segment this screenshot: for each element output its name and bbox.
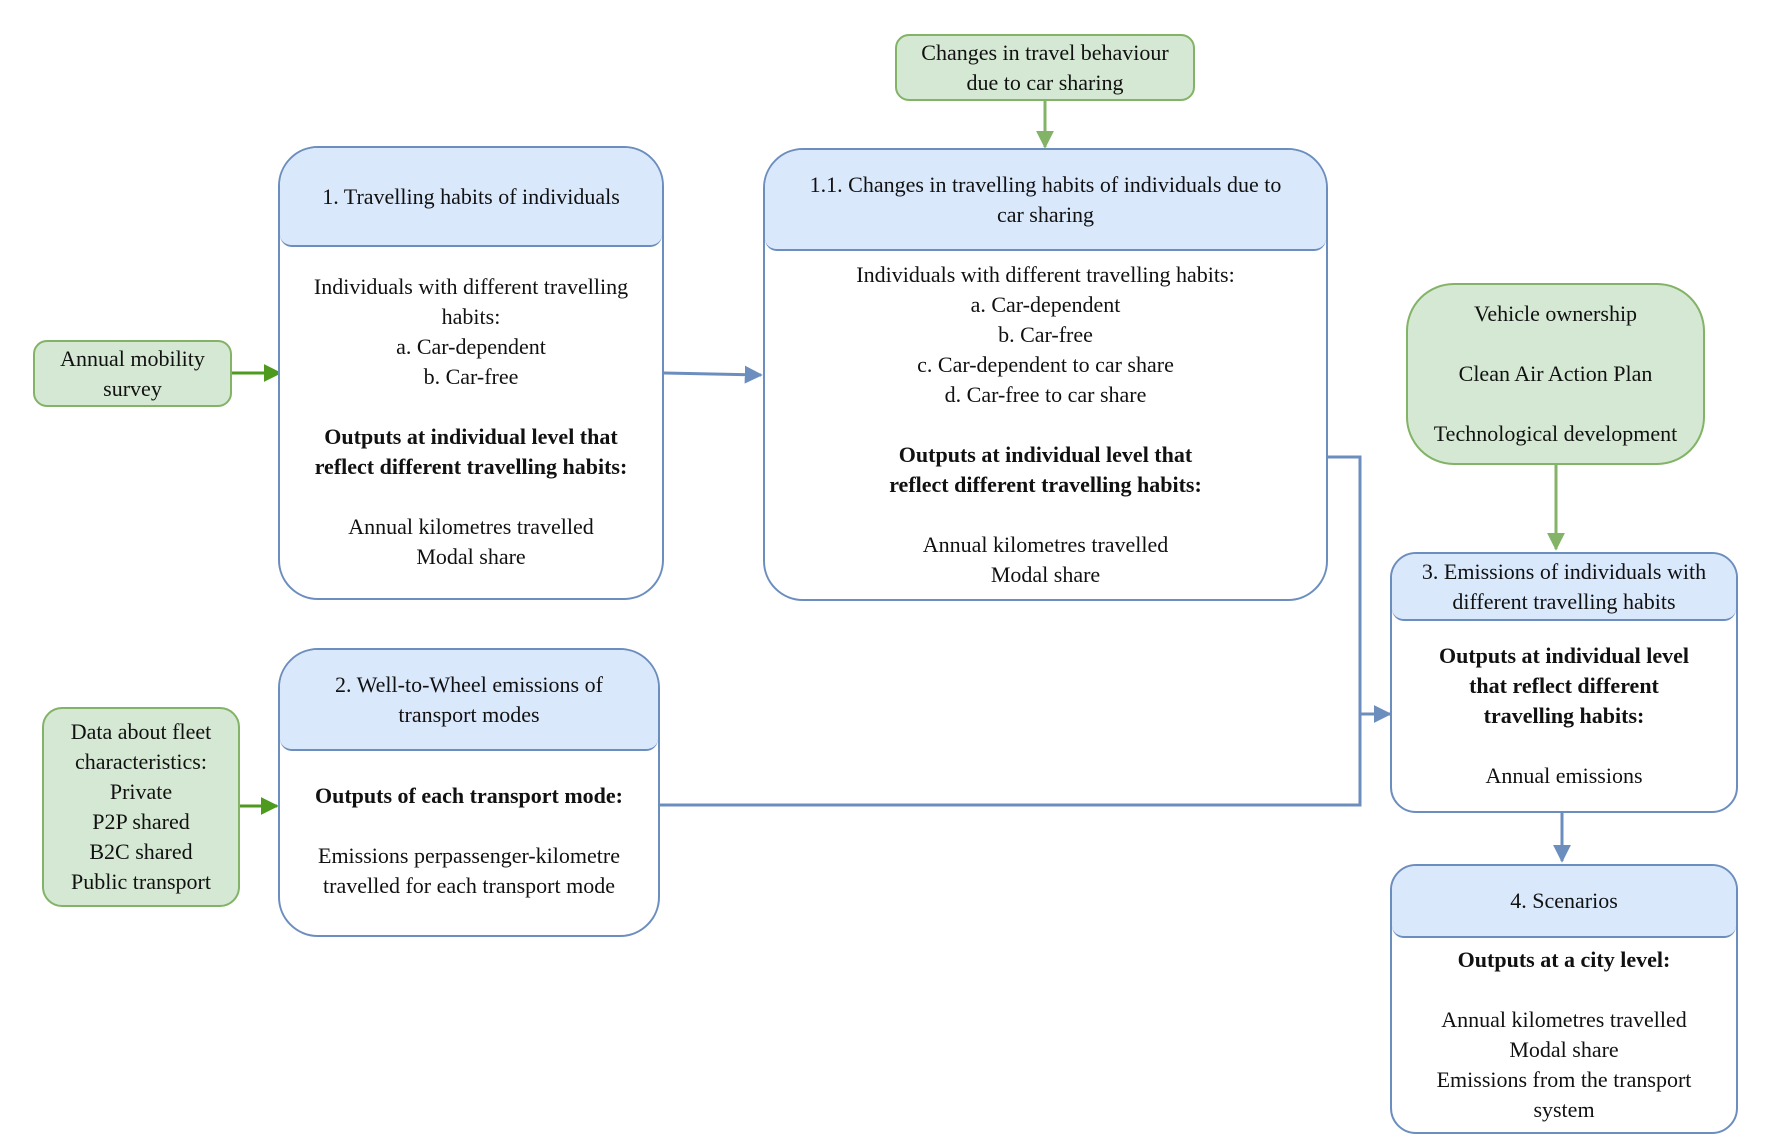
changes-title-1: 1.1. Changes in travelling habits of ind… bbox=[809, 171, 1282, 197]
habits-list-4: b. Car-free bbox=[423, 364, 519, 389]
box-travelling-habits: 1. Travelling habits of individuals Indi… bbox=[278, 146, 664, 600]
habits-list-1: Individuals with different travelling bbox=[313, 274, 629, 299]
wtw-title-2: transport modes bbox=[398, 701, 540, 727]
habits-list-2: habits: bbox=[441, 304, 501, 329]
fleet-line-6: Public transport bbox=[71, 869, 211, 894]
emissions-title-1: 3. Emissions of individuals with bbox=[1421, 558, 1707, 584]
box-scenarios: 4. Scenarios Outputs at a city level: An… bbox=[1390, 864, 1738, 1134]
wtw-output-2: travelled for each transport mode bbox=[323, 873, 615, 898]
fleet-data-box: Data about fleet characteristics: Privat… bbox=[42, 707, 240, 907]
box-scenarios-body: Outputs at a city level: Annual kilometr… bbox=[1392, 938, 1736, 1132]
emissions-output-1: Annual emissions bbox=[1485, 763, 1643, 788]
habits-outputs-label-1: Outputs at individual level that bbox=[324, 424, 618, 449]
factor-clean-air-plan: Clean Air Action Plan bbox=[1458, 361, 1653, 386]
changes-title-2: car sharing bbox=[996, 201, 1095, 227]
arrow-wtw-to-box3 bbox=[660, 714, 1362, 807]
fleet-line-4: P2P shared bbox=[92, 809, 190, 834]
fleet-line-2: characteristics: bbox=[75, 749, 207, 774]
box-emissions-individuals: 3. Emissions of individuals with differe… bbox=[1390, 552, 1738, 813]
changes-output-1: Annual kilometres travelled bbox=[922, 532, 1169, 557]
box-changes-habits-body: Individuals with different travelling ha… bbox=[765, 251, 1326, 599]
arrow-habits-to-box11 bbox=[663, 365, 763, 384]
box-travelling-habits-body: Individuals with different travelling ha… bbox=[280, 247, 662, 597]
box-wtw-emissions-body: Outputs of each transport mode: Emission… bbox=[280, 751, 658, 931]
emissions-outputs-label-2: that reflect different bbox=[1469, 673, 1659, 698]
changes-line-2: due to car sharing bbox=[966, 69, 1124, 95]
box-travelling-habits-title: 1. Travelling habits of individuals bbox=[280, 148, 662, 247]
box-changes-habits-title: 1.1. Changes in travelling habits of ind… bbox=[765, 150, 1326, 251]
fleet-line-5: B2C shared bbox=[89, 839, 193, 864]
changes-outputs-label-2: reflect different travelling habits: bbox=[889, 472, 1202, 497]
changes-outputs-label-1: Outputs at individual level that bbox=[898, 442, 1193, 467]
box-emissions-individuals-body: Outputs at individual level that reflect… bbox=[1392, 621, 1736, 811]
survey-line-2: survey bbox=[103, 375, 162, 401]
wtw-title-1: 2. Well-to-Wheel emissions of bbox=[335, 671, 603, 697]
scenarios-output-1: Annual kilometres travelled bbox=[1441, 1007, 1687, 1032]
wtw-output-1: Emissions perpassenger-kilometre bbox=[318, 843, 620, 868]
wtw-outputs-label: Outputs of each transport mode: bbox=[315, 783, 623, 808]
habits-output-1: Annual kilometres travelled bbox=[348, 514, 594, 539]
fleet-line-1: Data about fleet bbox=[70, 719, 212, 744]
changes-output-2: Modal share bbox=[990, 562, 1101, 587]
scenarios-outputs-label: Outputs at a city level: bbox=[1457, 947, 1671, 972]
emissions-title-2: different travelling habits bbox=[1452, 588, 1676, 614]
changes-line-1: Changes in travel behaviour bbox=[921, 39, 1169, 65]
arrow-box11-to-box3 bbox=[1327, 455, 1392, 723]
survey-line-1: Annual mobility bbox=[60, 345, 205, 371]
annual-mobility-survey-box: Annual mobility survey bbox=[33, 340, 232, 407]
external-factors-box: Vehicle ownership Clean Air Action Plan … bbox=[1406, 283, 1705, 465]
factor-vehicle-ownership: Vehicle ownership bbox=[1473, 301, 1638, 326]
changes-list-3: b. Car-free bbox=[998, 322, 1093, 347]
habits-outputs-label-2: reflect different travelling habits: bbox=[314, 454, 628, 479]
box-emissions-individuals-title: 3. Emissions of individuals with differe… bbox=[1392, 554, 1736, 621]
changes-list-2: a. Car-dependent bbox=[970, 292, 1121, 317]
emissions-outputs-label-3: travelling habits: bbox=[1483, 703, 1645, 728]
box-changes-habits: 1.1. Changes in travelling habits of ind… bbox=[763, 148, 1328, 601]
emissions-outputs-label-1: Outputs at individual level bbox=[1438, 643, 1689, 668]
fleet-line-3: Private bbox=[109, 779, 173, 804]
scenarios-output-2: Modal share bbox=[1509, 1037, 1619, 1062]
changes-list-5: d. Car-free to car share bbox=[944, 382, 1147, 407]
scenarios-output-4: system bbox=[1533, 1097, 1595, 1122]
changes-list-1: Individuals with different travelling ha… bbox=[856, 262, 1235, 287]
changes-travel-behaviour-box: Changes in travel behaviour due to car s… bbox=[895, 34, 1195, 101]
box-scenarios-title: 4. Scenarios bbox=[1392, 866, 1736, 938]
habits-output-2: Modal share bbox=[416, 544, 526, 569]
scenarios-output-3: Emissions from the transport bbox=[1436, 1067, 1692, 1092]
box-wtw-emissions-title: 2. Well-to-Wheel emissions of transport … bbox=[280, 650, 658, 751]
factor-tech-development: Technological development bbox=[1433, 421, 1678, 446]
box-wtw-emissions: 2. Well-to-Wheel emissions of transport … bbox=[278, 648, 660, 937]
habits-list-3: a. Car-dependent bbox=[396, 334, 546, 359]
changes-list-4: c. Car-dependent to car share bbox=[917, 352, 1174, 377]
